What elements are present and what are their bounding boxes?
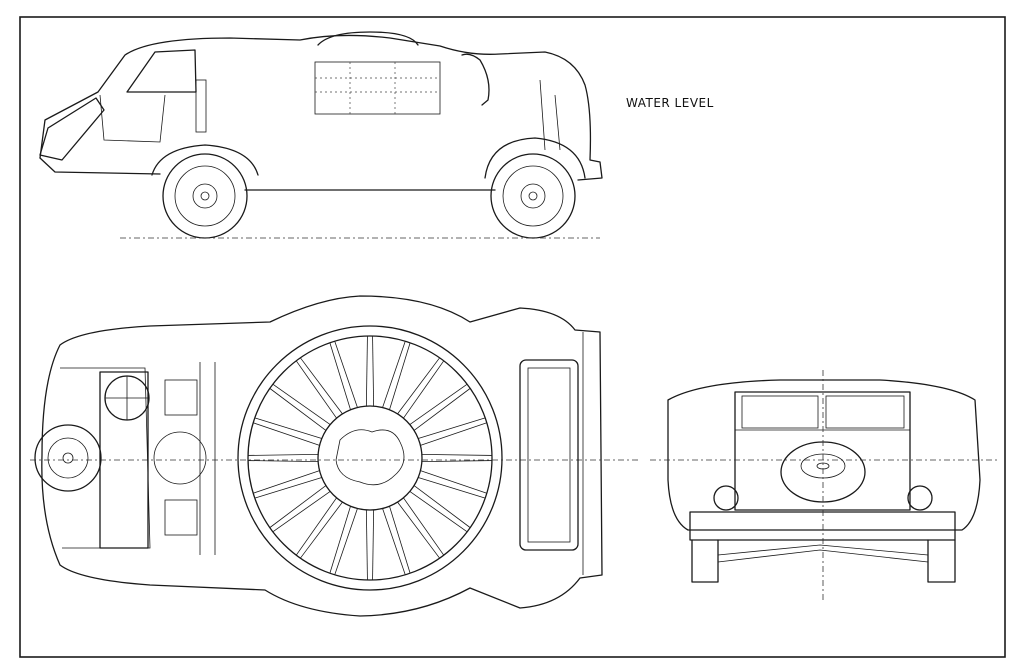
fan-spoke-edge	[420, 422, 487, 446]
fan-spoke-edge	[272, 491, 331, 533]
fan-spoke-edge	[372, 509, 375, 580]
fan-spoke-edge	[418, 417, 486, 439]
fan-spoke-edge	[300, 357, 343, 415]
fan-spoke-edge	[403, 497, 445, 556]
fan-spoke-edge	[413, 388, 471, 431]
fan-spoke-edge	[269, 485, 327, 528]
fan-spoke-edge	[365, 336, 368, 407]
fan-spoke-edge	[329, 506, 351, 574]
fan-spoke-edge	[334, 341, 358, 408]
fan-spoke-edge	[420, 470, 487, 494]
fan-spoke-edge	[397, 357, 440, 415]
fan-spoke-edge	[295, 497, 337, 556]
fan-spoke-edge	[409, 383, 468, 425]
fan-spoke-edge	[248, 460, 319, 463]
fan-spoke-edge	[389, 506, 411, 574]
fan-spoke-edge	[253, 470, 320, 494]
fan-spoke-edge	[269, 388, 327, 431]
plan-view	[30, 295, 640, 617]
fan-spoke-edge	[300, 501, 343, 559]
fan-spoke-edge	[365, 509, 368, 580]
fan-spoke-edge	[389, 342, 411, 410]
side-view	[39, 31, 603, 239]
fan-spoke-edge	[382, 508, 406, 575]
fan-spoke-edge	[248, 453, 319, 456]
water-level-label: WATER LEVEL	[626, 96, 714, 110]
fan-spoke-edge	[421, 453, 492, 456]
fan-spoke-edge	[403, 360, 445, 419]
fan-spoke-edge	[409, 491, 468, 533]
fan-spoke-edge	[254, 477, 322, 499]
fan-spoke-edge	[397, 501, 440, 559]
fan-spoke-edge	[254, 417, 322, 439]
fan-spoke-edge	[253, 422, 320, 446]
fan-spoke-edge	[272, 383, 331, 425]
fan-spoke-edge	[413, 485, 471, 528]
fan-spoke-edge	[334, 508, 358, 575]
front-view	[650, 370, 1000, 600]
fan-spoke-edge	[421, 460, 492, 463]
fan-spoke-edge	[418, 477, 486, 499]
fan-spoke-edge	[295, 360, 337, 419]
fan-spoke-edge	[382, 341, 406, 408]
fan-spoke-edge	[372, 336, 375, 407]
sheet-border	[19, 16, 1006, 658]
fan-spoke-edge	[329, 342, 351, 410]
fan-spokes	[248, 336, 492, 580]
